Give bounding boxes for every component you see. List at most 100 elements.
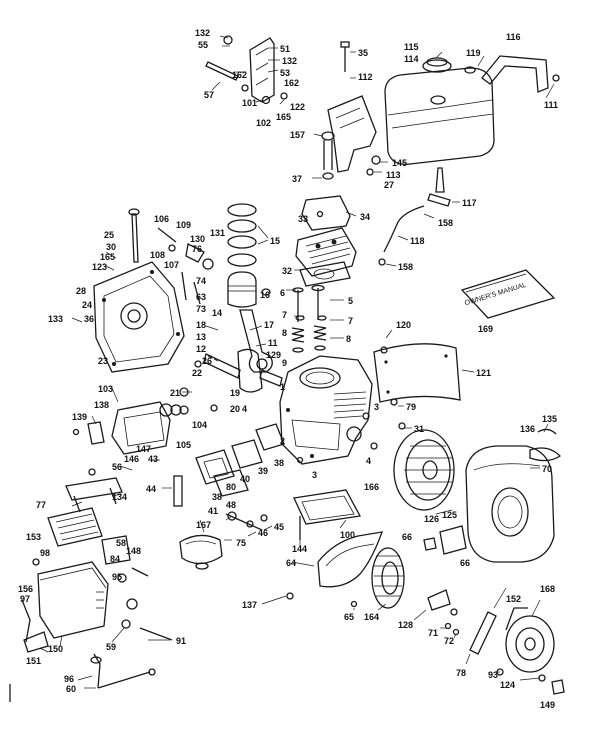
label-115: 115 xyxy=(404,42,419,52)
label-8: 8 xyxy=(346,334,351,344)
label-11: 11 xyxy=(268,338,278,348)
label-120: 120 xyxy=(396,320,411,330)
label-73: 73 xyxy=(196,304,206,314)
label-101: 101 xyxy=(242,98,257,108)
label-78: 78 xyxy=(456,668,466,678)
engine-block xyxy=(279,355,373,465)
label-169: 169 xyxy=(478,324,493,334)
owners-manual-booklet: OWNER'S MANUAL xyxy=(460,269,556,319)
label-75: 75 xyxy=(236,538,246,548)
label-113: 113 xyxy=(386,170,401,180)
label-9: 9 xyxy=(282,358,287,368)
label-147: 147 xyxy=(136,444,151,454)
label-108: 108 xyxy=(150,250,165,260)
label-148: 148 xyxy=(126,546,141,556)
label-55: 55 xyxy=(198,40,208,50)
label-23: 23 xyxy=(98,356,108,366)
label-150: 150 xyxy=(48,644,63,654)
label-109: 109 xyxy=(176,220,191,230)
label-106: 106 xyxy=(154,214,169,224)
governor-parts xyxy=(157,227,214,305)
muffler-bracket xyxy=(65,468,123,513)
flywheel xyxy=(393,429,455,511)
label-96: 96 xyxy=(64,674,74,684)
part-number-labels: 132 55 51 132 53 162 162 57 101 122 102 … xyxy=(18,28,558,710)
label-116: 116 xyxy=(506,32,521,42)
label-152: 152 xyxy=(506,594,521,604)
label-114: 114 xyxy=(404,54,419,64)
label-21: 21 xyxy=(170,388,180,398)
label-123: 123 xyxy=(92,262,107,272)
label-57: 57 xyxy=(204,90,214,100)
label-139: 139 xyxy=(72,412,87,422)
label-40: 40 xyxy=(240,474,250,484)
valves-and-springs xyxy=(291,284,327,353)
label-144: 144 xyxy=(292,544,307,554)
label-44: 44 xyxy=(146,484,156,494)
label-98: 98 xyxy=(40,548,50,558)
label-31: 31 xyxy=(414,424,424,434)
label-107: 107 xyxy=(164,260,179,270)
starter-switch-and-wire xyxy=(121,598,173,641)
muffler-guard xyxy=(47,507,131,565)
governor-bracket-assembly xyxy=(205,35,288,105)
label-46: 46 xyxy=(258,528,268,538)
label-135: 135 xyxy=(542,414,557,424)
label-33: 33 xyxy=(298,214,308,224)
label-32: 32 xyxy=(282,266,292,276)
label-65: 65 xyxy=(344,612,354,622)
label-2: 2 xyxy=(280,436,285,446)
label-14: 14 xyxy=(212,308,222,318)
label-7: 7 xyxy=(282,310,287,320)
label-36: 36 xyxy=(84,314,94,324)
label-80: 80 xyxy=(226,482,236,492)
label-132: 132 xyxy=(282,56,297,66)
side-shield xyxy=(373,343,461,403)
label-164: 164 xyxy=(364,612,379,622)
label-15: 15 xyxy=(270,236,280,246)
rotating-screen-parts xyxy=(529,428,562,462)
label-151: 151 xyxy=(26,656,41,666)
label-59: 59 xyxy=(106,642,116,652)
label-158: 158 xyxy=(398,262,413,272)
throttle-shaft-parts xyxy=(225,511,268,531)
label-111: 111 xyxy=(544,100,558,110)
crankshaft xyxy=(203,348,283,393)
shroud-bracket xyxy=(301,195,351,231)
label-166: 166 xyxy=(364,482,379,492)
label-41: 41 xyxy=(208,506,218,516)
label-157: 157 xyxy=(290,130,305,140)
intake-gaskets xyxy=(195,423,285,497)
piston xyxy=(227,271,271,308)
float-bowl xyxy=(179,534,223,570)
label-66: 66 xyxy=(460,558,470,568)
label-128: 128 xyxy=(398,620,413,630)
label-17: 17 xyxy=(264,320,274,330)
label-56: 56 xyxy=(112,462,122,472)
label-121: 121 xyxy=(476,368,491,378)
rope-handle xyxy=(469,611,497,655)
label-91: 91 xyxy=(176,636,186,646)
label-45: 45 xyxy=(274,522,284,532)
tank-mounting-strap xyxy=(481,55,560,93)
label-64: 64 xyxy=(286,558,296,568)
starter-mechanism xyxy=(427,589,458,616)
label-118: 118 xyxy=(410,236,425,246)
cord-assembly xyxy=(90,653,156,689)
label-53: 53 xyxy=(280,68,290,78)
label-93: 93 xyxy=(488,670,498,680)
label-66: 66 xyxy=(402,532,412,542)
label-122: 122 xyxy=(290,102,305,112)
head-gasket xyxy=(299,261,351,287)
dipstick xyxy=(128,208,140,263)
power-cord-parts xyxy=(21,558,40,643)
label-7: 7 xyxy=(348,316,353,326)
label-74: 74 xyxy=(196,276,206,286)
label-162: 162 xyxy=(232,70,247,80)
label-129: 129 xyxy=(266,350,281,360)
label-117: 117 xyxy=(462,198,477,208)
label-26: 26 xyxy=(202,356,212,366)
label-16: 16 xyxy=(260,290,270,300)
label-60: 60 xyxy=(66,684,76,694)
label-133: 133 xyxy=(48,314,63,324)
